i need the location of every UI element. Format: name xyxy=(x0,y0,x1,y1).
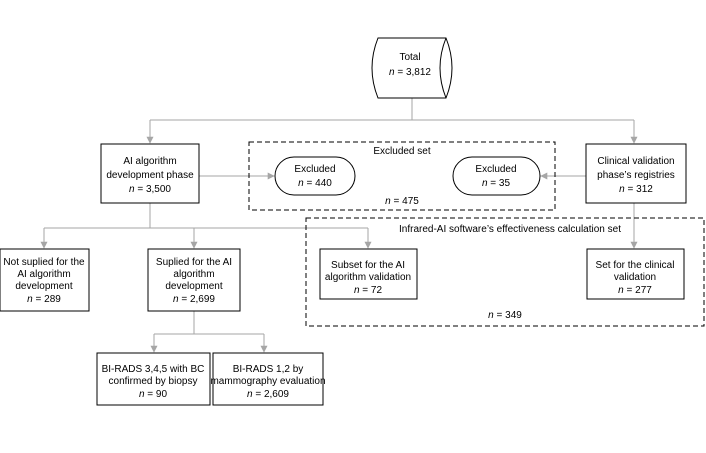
total-node: Total n = 3,812 xyxy=(371,37,453,99)
supplied-line2: algorithm xyxy=(173,269,214,280)
excluded-right-node: Excluded n = 35 xyxy=(452,156,541,196)
not-supplied-box xyxy=(0,248,90,312)
not-supplied-node: Not suplied for the AI algorithm develop… xyxy=(0,248,90,312)
subset-count: n = 72 xyxy=(354,285,383,296)
clinical-set-box xyxy=(586,248,685,300)
supplied-line1: Suplied for the AI xyxy=(156,257,232,268)
birads12-line2: mammography evaluation xyxy=(210,376,325,387)
clinical-set-count: n = 277 xyxy=(618,285,652,296)
total-label: Total xyxy=(399,52,420,63)
clinical-reg-line1: Clinical validation xyxy=(597,156,674,167)
excluded-left-label: Excluded xyxy=(294,164,335,175)
excluded-right-shape xyxy=(452,156,541,196)
subset-line2: algorithm validation xyxy=(325,272,411,283)
clinical-set-node: Set for the clinical validation n = 277 xyxy=(586,248,685,300)
excluded-left-node: Excluded n = 440 xyxy=(274,156,356,196)
birads12-box xyxy=(212,352,324,406)
excluded-right-count: n = 35 xyxy=(482,178,511,189)
clinical-reg-count: n = 312 xyxy=(619,184,653,195)
clinical-set-line2: validation xyxy=(614,272,656,283)
total-cylinder-edge xyxy=(439,37,447,99)
birads345-count: n = 90 xyxy=(139,389,168,400)
not-supplied-line1: Not suplied for the xyxy=(3,257,85,268)
birads345-box xyxy=(96,352,211,406)
effectiveness-set-total: n = 349 xyxy=(488,310,522,321)
effectiveness-set-title: Infrared-AI software’s effectiveness cal… xyxy=(399,224,621,235)
excluded-right-label: Excluded xyxy=(475,164,516,175)
birads345-line1: BI-RADS 3,4,5 with BC xyxy=(102,364,205,375)
connectors xyxy=(40,98,638,353)
clinical-reg-node: Clinical validation phase’s registries n… xyxy=(585,143,687,204)
excluded-set-title: Excluded set xyxy=(373,146,430,157)
supplied-line3: development xyxy=(165,281,222,292)
ai-dev-line1: AI algorithm xyxy=(123,156,176,167)
excluded-left-count: n = 440 xyxy=(298,178,332,189)
excluded-left-shape xyxy=(274,156,356,196)
supplied-box xyxy=(147,248,241,312)
ai-dev-count: n = 3,500 xyxy=(129,184,171,195)
not-supplied-line3: development xyxy=(15,281,72,292)
supplied-count: n = 2,699 xyxy=(173,294,215,305)
birads12-node: BI-RADS 1,2 by mammography evaluation n … xyxy=(210,352,326,406)
excluded-set-frame xyxy=(248,141,556,211)
not-supplied-line2: AI algorithm xyxy=(17,269,70,280)
birads345-line2: confirmed by biopsy xyxy=(109,376,198,387)
clinical-reg-line2: phase’s registries xyxy=(597,170,675,181)
effectiveness-set-frame xyxy=(305,217,705,327)
subset-line1: Subset for the AI xyxy=(331,260,405,271)
clinical-set-line1: Set for the clinical xyxy=(596,260,675,271)
ai-dev-line2: development phase xyxy=(106,170,194,181)
birads345-node: BI-RADS 3,4,5 with BC confirmed by biops… xyxy=(96,352,211,406)
total-count: n = 3,812 xyxy=(389,67,431,78)
excluded-set-total: n = 475 xyxy=(385,196,419,207)
ai-dev-box xyxy=(100,143,200,204)
subset-node: Subset for the AI algorithm validation n… xyxy=(319,248,418,300)
ai-dev-node: AI algorithm development phase n = 3,500 xyxy=(100,143,200,204)
birads12-line1: BI-RADS 1,2 by xyxy=(233,364,304,375)
subset-box xyxy=(319,248,418,300)
supplied-node: Suplied for the AI algorithm development… xyxy=(147,248,241,312)
clinical-reg-box xyxy=(585,143,687,204)
not-supplied-count: n = 289 xyxy=(27,294,61,305)
birads12-count: n = 2,609 xyxy=(247,389,289,400)
